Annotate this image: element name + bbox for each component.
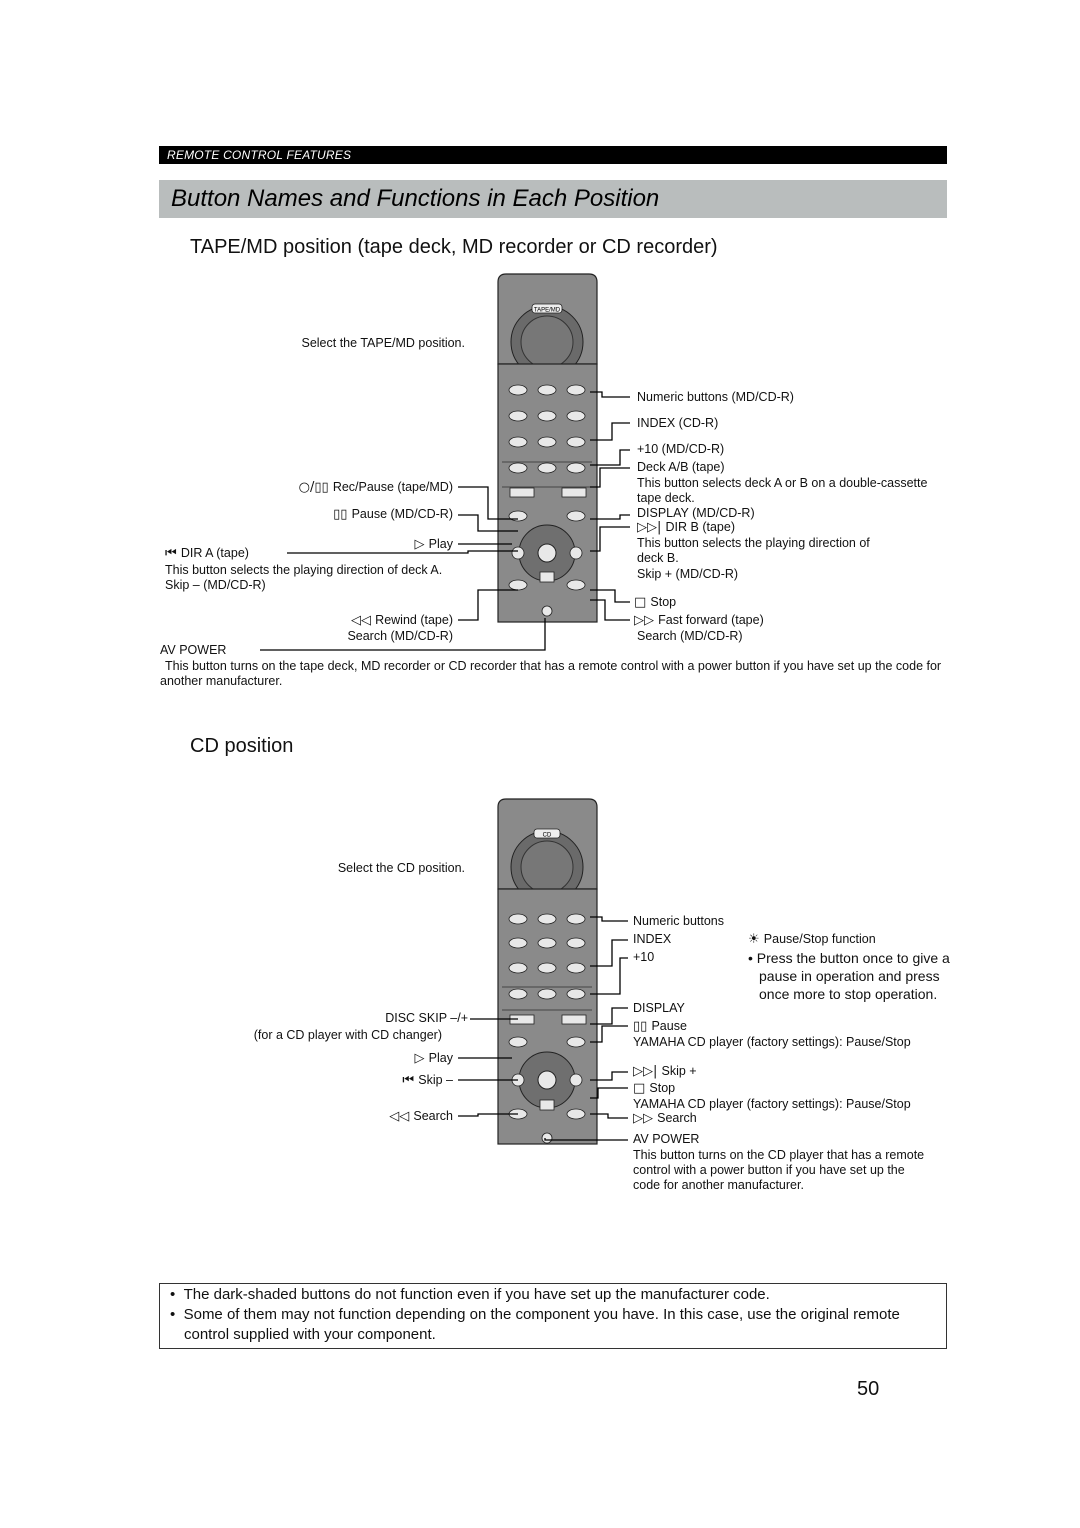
rewind-icon: ◁◁ — [351, 613, 376, 628]
remote-position-label-cd: CD — [543, 833, 552, 839]
tape-search-left-label: Search (MD/CD-R) — [347, 629, 453, 643]
section-header-label: REMOTE CONTROL FEATURES — [167, 148, 352, 162]
cd-av-power-desc-1: This button turns on the CD player that … — [633, 1148, 925, 1162]
tape-dir-b-desc-1: This button selects the playing directio… — [637, 536, 870, 550]
pause-stop-title: ☀ Pause/Stop function — [748, 932, 876, 947]
skip-back-icon: ⏮ — [402, 1073, 419, 1088]
tape-section-heading: TAPE/MD position (tape deck, MD recorder… — [190, 236, 718, 258]
rewind-icon: ◁◁ — [389, 1109, 414, 1124]
pause-stop-line-1: • Press the button once to give a — [748, 950, 950, 966]
tape-dir-b-desc-2: deck B. — [637, 551, 679, 565]
stop-icon: □ — [633, 1081, 650, 1096]
page-number: 50 — [857, 1378, 880, 1400]
fast-forward-icon: ▷▷ — [634, 613, 659, 628]
cd-select-label: Select the CD position. — [337, 861, 465, 875]
cd-av-power-label: AV POWER — [633, 1132, 700, 1146]
tape-skip-minus-label: Skip – (MD/CD-R) — [165, 578, 266, 592]
note-item-1: • The dark-shaded buttons do not functio… — [170, 1286, 770, 1303]
skip-forward-icon: ▷▷| — [637, 520, 666, 535]
notes-box: • The dark-shaded buttons do not functio… — [159, 1283, 947, 1349]
cd-disc-skip-desc: (for a CD player with CD changer) — [253, 1028, 442, 1042]
tape-index-label: INDEX (CD-R) — [637, 416, 719, 430]
tape-av-power-desc-1: This button turns on the tape deck, MD r… — [165, 659, 942, 673]
note-item-2: • Some of them may not function dependin… — [170, 1306, 900, 1323]
tape-play-label: ▷ Play — [414, 537, 453, 552]
remote-illustration-tape: TAPE/MD — [497, 273, 598, 623]
tape-dir-a-label: ⏮ DIR A (tape) — [165, 546, 249, 561]
cd-pause-label: ▯▯ Pause — [633, 1019, 687, 1034]
remote-illustration-cd: CD — [497, 798, 598, 1145]
tape-deck-ab-desc-1: This button selects deck A or B on a dou… — [637, 476, 928, 490]
tape-select-label: Select the TAPE/MD position. — [301, 336, 465, 350]
cd-disc-skip-label: DISC SKIP –/+ — [385, 1011, 468, 1025]
remote-position-label-tape: TAPE/MD — [534, 308, 561, 314]
tape-rewind-label: ◁◁ Rewind (tape) — [351, 613, 453, 628]
tape-rec-pause-label: ○/▯▯ Rec/Pause (tape/MD) — [298, 480, 453, 495]
tape-dir-a-desc: This button selects the playing directio… — [165, 563, 443, 577]
note-item-2-cont: control supplied with your component. — [184, 1326, 436, 1343]
cd-display-label: DISPLAY — [633, 1001, 685, 1015]
tape-deck-ab-desc-2: tape deck. — [637, 491, 695, 505]
cd-section-heading: CD position — [190, 735, 294, 757]
cd-av-power-desc-3: code for another manufacturer. — [633, 1178, 804, 1192]
cd-callout-lines — [458, 916, 628, 1141]
tape-numeric-label: Numeric buttons (MD/CD-R) — [637, 390, 794, 404]
tape-deck-ab-label: Deck A/B (tape) — [637, 460, 725, 474]
tape-callout-lines — [260, 391, 630, 651]
play-icon: ▷ — [414, 1051, 429, 1066]
cd-stop-label: □ Stop — [633, 1081, 676, 1096]
tape-stop-label: □ Stop — [634, 595, 677, 610]
tape-dir-b-label: ▷▷| DIR B (tape) — [637, 520, 735, 535]
tape-display-label: DISPLAY (MD/CD-R) — [637, 506, 755, 520]
pause-icon: ▯▯ — [633, 1019, 652, 1034]
tape-pause-label: ▯▯ Pause (MD/CD-R) — [333, 507, 453, 522]
cd-stop-note: YAMAHA CD player (factory settings): Pau… — [633, 1097, 911, 1111]
stop-icon: □ — [634, 595, 651, 610]
page-title: Button Names and Functions in Each Posit… — [171, 185, 660, 212]
cd-index-label: INDEX — [633, 932, 672, 946]
cd-skip-plus-label: ▷▷| Skip + — [633, 1064, 697, 1079]
cd-play-label: ▷ Play — [414, 1051, 453, 1066]
cd-search-left-label: ◁◁ Search — [389, 1109, 453, 1124]
section-header-bar: REMOTE CONTROL FEATURES — [159, 146, 947, 164]
cd-skip-minus-label: ⏮ Skip – — [402, 1073, 453, 1088]
pause-stop-bullet: • Press the button once to give a pause … — [748, 949, 950, 1003]
page-title-bar: Button Names and Functions in Each Posit… — [159, 180, 947, 218]
pause-icon: ▯▯ — [333, 507, 352, 522]
pause-stop-line-2: pause in operation and press — [759, 968, 940, 984]
skip-back-icon: ⏮ — [165, 546, 181, 561]
cd-plus10-label: +10 — [633, 950, 655, 964]
pause-stop-line-3: once more to stop operation. — [759, 986, 938, 1002]
skip-forward-icon: ▷▷| — [633, 1064, 662, 1079]
fast-forward-icon: ▷▷ — [633, 1111, 658, 1126]
tape-plus10-label: +10 (MD/CD-R) — [637, 442, 725, 456]
cd-av-power-desc-2: control with a power button if you have … — [633, 1163, 905, 1177]
tape-av-power-label: AV POWER — [160, 643, 227, 657]
cd-search-right-label: ▷▷ Search — [633, 1111, 697, 1126]
play-icon: ▷ — [414, 537, 429, 552]
tape-av-power-desc-2: another manufacturer. — [160, 674, 283, 688]
cd-numeric-label: Numeric buttons — [633, 914, 725, 928]
tip-lightbulb-icon: ☀ — [748, 932, 764, 947]
cd-pause-note: YAMAHA CD player (factory settings): Pau… — [633, 1035, 911, 1049]
tape-ff-label: ▷▷ Fast forward (tape) — [634, 613, 764, 628]
tape-search-right-label: Search (MD/CD-R) — [637, 629, 743, 643]
tape-skip-plus-label: Skip + (MD/CD-R) — [637, 567, 739, 581]
rec-pause-icon: ○/▯▯ — [298, 480, 333, 495]
